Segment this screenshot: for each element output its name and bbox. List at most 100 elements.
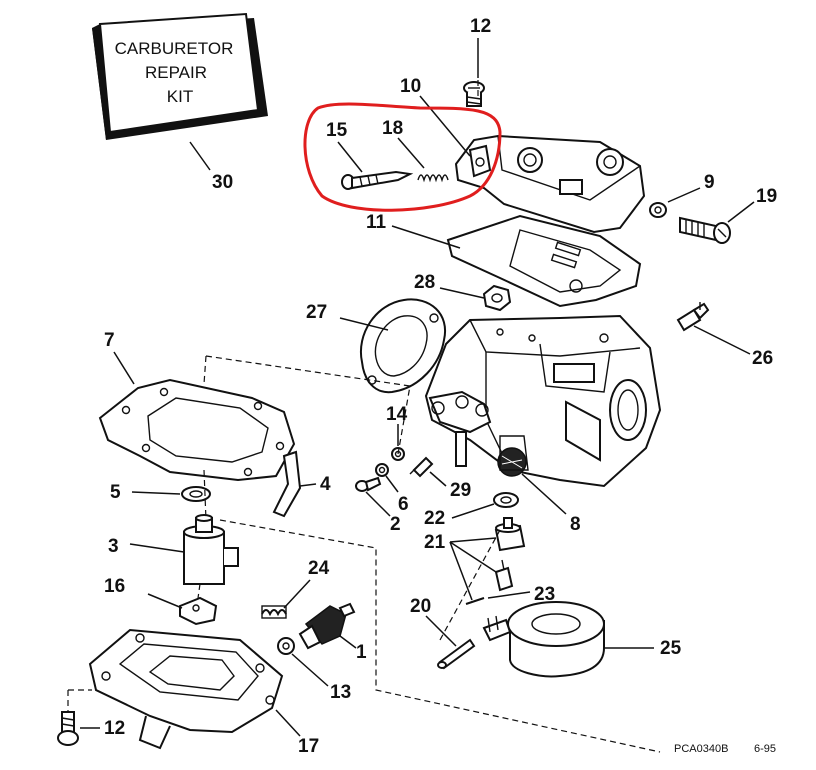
label-6: 6 xyxy=(398,494,409,515)
leader-19 xyxy=(727,201,755,223)
label-4: 4 xyxy=(320,474,331,495)
leader-5 xyxy=(131,491,181,495)
float-25 xyxy=(482,601,605,678)
label-16: 16 xyxy=(104,576,125,597)
top-screw xyxy=(463,81,485,107)
leader-27 xyxy=(339,317,389,331)
leader-24 xyxy=(283,579,311,609)
pin-20 xyxy=(437,638,476,670)
washer-9 xyxy=(649,202,667,218)
jet-21 xyxy=(494,517,526,552)
label-5: 5 xyxy=(110,482,121,503)
washer-6 xyxy=(375,463,389,477)
dashed-line-gasket xyxy=(203,355,207,385)
label-3: 3 xyxy=(108,536,119,557)
leader-22 xyxy=(451,503,495,519)
washer-13 xyxy=(277,637,295,655)
label-26: 26 xyxy=(752,348,773,369)
label-8: 8 xyxy=(570,514,581,535)
screw-19 xyxy=(679,216,731,244)
dashed-line-jet xyxy=(439,529,501,641)
label-27: 27 xyxy=(306,302,327,323)
leader-29 xyxy=(429,471,447,487)
highlight-circle xyxy=(303,102,502,212)
leader-21c xyxy=(449,541,473,601)
leader-2 xyxy=(365,491,391,517)
leader-4 xyxy=(299,483,317,487)
valve-1 xyxy=(298,602,356,650)
label-22: 22 xyxy=(424,508,445,529)
leader-16 xyxy=(147,593,183,609)
screw-2 xyxy=(355,476,382,492)
leader-28 xyxy=(439,287,485,299)
leader-7 xyxy=(113,351,135,385)
label-18: 18 xyxy=(382,118,403,139)
valve-29 xyxy=(409,456,434,478)
spring xyxy=(417,174,449,183)
label-9: 9 xyxy=(704,172,715,193)
dashed-line-bowl xyxy=(219,519,661,753)
leader-17 xyxy=(275,709,301,737)
leader-3 xyxy=(129,543,185,553)
label-10: 10 xyxy=(400,76,421,97)
label-21: 21 xyxy=(424,532,446,553)
footer-date: 6-95 xyxy=(754,743,776,755)
label-11: 11 xyxy=(366,212,387,233)
label-28: 28 xyxy=(414,272,435,293)
bottom-screw xyxy=(57,711,79,746)
leader-1 xyxy=(339,635,357,649)
leader-30 xyxy=(189,141,211,171)
washer-22 xyxy=(493,492,519,508)
leader-21a xyxy=(449,537,497,543)
carburetor-body xyxy=(424,314,662,488)
label-15: 15 xyxy=(326,120,348,141)
clip-23 xyxy=(465,597,485,605)
label-20: 20 xyxy=(410,596,431,617)
leader-6 xyxy=(385,475,399,493)
gasket-11 xyxy=(446,214,642,308)
kit-box-line-3: KIT xyxy=(167,87,193,106)
dashed-line-pad xyxy=(197,583,201,599)
tube-4 xyxy=(272,450,302,518)
leader-15 xyxy=(337,141,363,173)
label-1: 1 xyxy=(356,642,367,663)
label-12-top: 12 xyxy=(470,16,491,37)
label-30: 30 xyxy=(212,172,233,193)
footer-code: PCA0340B xyxy=(674,743,728,755)
leader-10 xyxy=(419,95,471,157)
leader-21b xyxy=(449,541,497,573)
label-14: 14 xyxy=(386,404,408,425)
label-19: 19 xyxy=(756,186,777,207)
label-2: 2 xyxy=(390,514,401,535)
label-24: 24 xyxy=(308,558,330,579)
leader-9 xyxy=(667,187,701,203)
leader-13 xyxy=(291,653,329,687)
dashed-line-float xyxy=(203,469,207,521)
dashed-line-top xyxy=(205,355,411,455)
label-29: 29 xyxy=(450,480,471,501)
repair-kit-box: CARBURETOR REPAIR KIT xyxy=(92,12,268,140)
label-13: 13 xyxy=(330,682,351,703)
label-12-bottom: 12 xyxy=(104,718,125,739)
leader-11 xyxy=(391,225,461,249)
leader-20 xyxy=(425,615,457,647)
leader-26 xyxy=(693,325,751,355)
fitting-26 xyxy=(676,302,710,332)
label-23: 23 xyxy=(534,584,555,605)
kit-box-line-1: CARBURETOR xyxy=(115,39,234,58)
label-17: 17 xyxy=(298,736,319,757)
nut-28 xyxy=(482,284,512,312)
float-3 xyxy=(183,514,239,585)
gasket-7 xyxy=(98,378,296,482)
leader-23 xyxy=(487,591,531,599)
washer-5 xyxy=(181,486,211,502)
kit-box-line-2: REPAIR xyxy=(145,63,207,82)
needle-21 xyxy=(494,559,514,592)
label-7: 7 xyxy=(104,330,115,351)
float-bowl-17 xyxy=(88,628,284,750)
spring-24 xyxy=(261,605,287,619)
leader-18 xyxy=(397,137,425,169)
needle-screw xyxy=(341,170,414,190)
